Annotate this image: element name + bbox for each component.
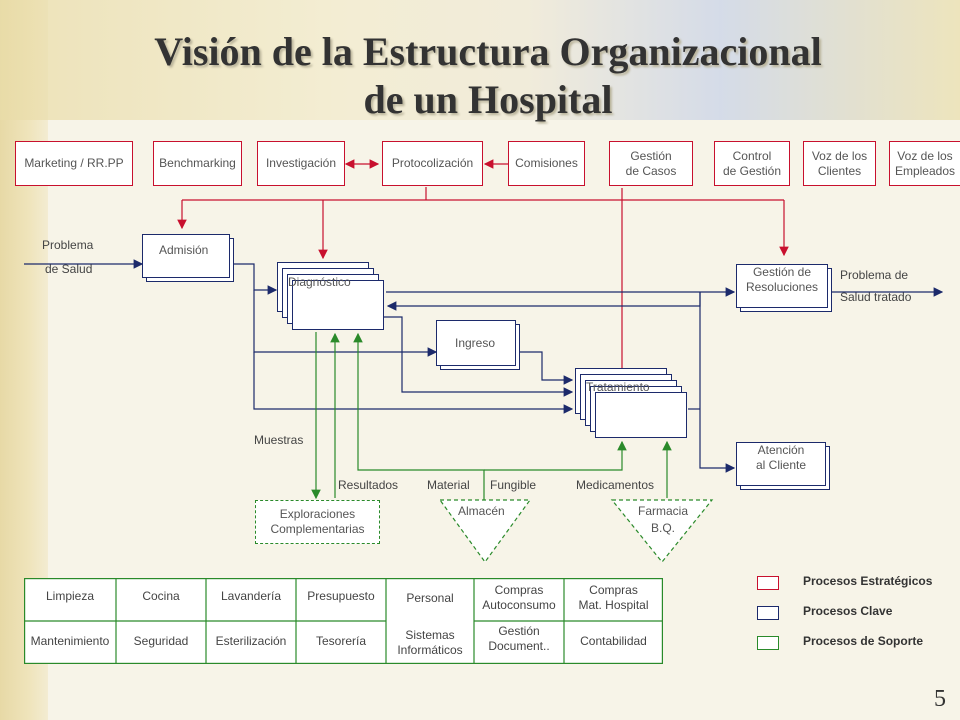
comisiones-box: Comisiones bbox=[508, 141, 585, 186]
cell-sistemas-informaticos: Sistemas Informáticos bbox=[397, 628, 463, 657]
problema-tratado-label-2: Salud tratado bbox=[840, 290, 912, 304]
support-processes-table: Limpieza Cocina Lavandería Presupuesto P… bbox=[24, 578, 663, 664]
cell-gestion-document: Gestión Document.. bbox=[488, 624, 550, 653]
almacen-label: Almacén bbox=[458, 504, 505, 518]
muestras-label: Muestras bbox=[254, 433, 304, 447]
legend-label-estrategicos: Procesos Estratégicos bbox=[803, 574, 933, 588]
investigacion-box: Investigación bbox=[257, 141, 345, 186]
material-label: Material bbox=[427, 478, 470, 492]
admision-box: Admisión bbox=[142, 234, 230, 278]
background-top-band bbox=[0, 0, 960, 120]
problema-salud-label-2: de Salud bbox=[45, 262, 93, 276]
legend-label-clave: Procesos Clave bbox=[803, 604, 893, 618]
ingreso-box: Ingreso bbox=[436, 320, 516, 366]
cell-compras-mat-hospital: Compras Mat. Hospital bbox=[578, 583, 649, 612]
voz-clientes-box: Voz de los Clientes bbox=[803, 141, 876, 186]
key-connectors bbox=[24, 259, 944, 473]
control-gestion-box: Control de Gestión bbox=[714, 141, 790, 186]
farmacia-shape bbox=[610, 499, 714, 563]
page-title-line1: Visión de la Estructura Organizacional bbox=[154, 29, 822, 74]
page-title-line2: de un Hospital bbox=[363, 77, 613, 122]
tratamiento-label: Tratamiento bbox=[586, 380, 650, 394]
support-table-grid bbox=[24, 578, 663, 664]
strategic-connectors bbox=[177, 159, 789, 385]
farmacia-label: Farmacia B.Q. bbox=[638, 504, 689, 535]
cell-mantenimiento: Mantenimiento bbox=[30, 633, 110, 648]
diagnostico-label: Diagnóstico bbox=[288, 275, 351, 289]
cell-limpieza: Limpieza bbox=[45, 588, 95, 603]
atencion-cliente-box: Atención al Cliente bbox=[736, 442, 826, 486]
cell-lavanderia: Lavandería bbox=[220, 588, 282, 603]
slide-number: 5 bbox=[934, 686, 946, 712]
legend-swatch-estrategicos bbox=[757, 576, 779, 590]
medicamentos-label: Medicamentos bbox=[576, 478, 655, 492]
problema-salud-label-1: Problema bbox=[42, 238, 94, 252]
exploraciones-box: Exploraciones Complementarias bbox=[255, 500, 380, 544]
voz-empleados-box: Voz de los Empleados bbox=[889, 141, 960, 186]
cell-presupuesto: Presupuesto bbox=[307, 588, 375, 603]
resultados-label: Resultados bbox=[338, 478, 399, 492]
support-connectors bbox=[311, 332, 672, 500]
benchmarking-box: Benchmarking bbox=[153, 141, 242, 186]
cell-personal: Personal bbox=[406, 590, 454, 605]
legend-swatch-clave bbox=[757, 606, 779, 620]
legend-swatch-soporte bbox=[757, 636, 779, 650]
cell-contabilidad: Contabilidad bbox=[580, 633, 647, 648]
almacen-shape bbox=[438, 499, 532, 564]
cell-cocina: Cocina bbox=[142, 588, 180, 603]
gestion-resoluciones-box: Gestión de Resoluciones bbox=[736, 264, 828, 308]
cell-compras-autoconsumo: Compras Autoconsumo bbox=[482, 583, 556, 612]
gestion-casos-box: Gestión de Casos bbox=[609, 141, 693, 186]
protocolizacion-box: Protocolización bbox=[382, 141, 483, 186]
cell-seguridad: Seguridad bbox=[133, 633, 189, 648]
cell-tesoreria: Tesorería bbox=[315, 633, 367, 648]
legend-label-soporte: Procesos de Soporte bbox=[803, 634, 924, 648]
marketing-box: Marketing / RR.PP bbox=[15, 141, 133, 186]
fungible-label: Fungible bbox=[490, 478, 537, 492]
problema-tratado-label-1: Problema de bbox=[840, 268, 909, 282]
cell-esterilizacion: Esterilización bbox=[215, 633, 287, 648]
